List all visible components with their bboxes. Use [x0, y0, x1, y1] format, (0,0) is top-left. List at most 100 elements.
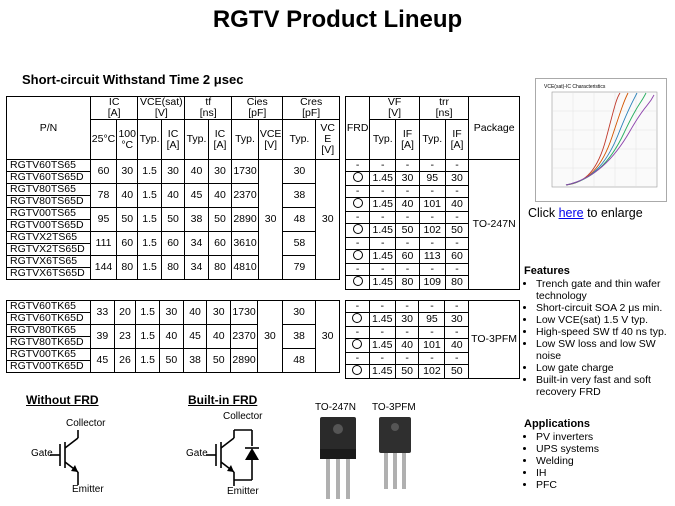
ic-100c: 40 [116, 183, 139, 208]
cres-vce: 30 [315, 159, 340, 280]
vce-sat-ic: 50 [160, 207, 186, 232]
part-number: RGTV00TK65D [5, 360, 92, 373]
col-header-cres: Cres[pF] [282, 96, 340, 120]
trr-if: 30 [444, 312, 470, 327]
tf-ic: 30 [206, 300, 232, 325]
cies-typ: 4810 [231, 255, 259, 280]
enlarge-link[interactable]: here [558, 206, 584, 220]
part-number: RGTV00TS65 [6, 207, 91, 220]
list-item: PV inverters [536, 431, 674, 443]
part-number: RGTV80TK65 [5, 324, 92, 337]
frd-present-icon [344, 249, 371, 264]
features-list: Trench gate and thin wafer technologySho… [524, 278, 674, 398]
part-number: RGTV60TK65D [5, 312, 92, 325]
circle-icon [352, 365, 363, 375]
trr-if: - [444, 300, 470, 313]
table-row: ----- [344, 211, 520, 224]
col-header-typ: Typ. [137, 119, 162, 160]
circle-icon [352, 339, 363, 349]
cies-typ: 2890 [231, 207, 259, 232]
trr-typ: 101 [418, 197, 446, 212]
frd-flag: - [344, 211, 371, 224]
tf-typ: 40 [184, 159, 209, 184]
tf-ic: 80 [207, 255, 233, 280]
tf-typ: 34 [184, 231, 209, 256]
vf-if: - [395, 263, 420, 276]
vf-typ: 1.45 [368, 312, 396, 327]
trr-typ: 101 [418, 338, 446, 353]
trr-if: - [444, 237, 470, 250]
vce-sat-ic: 30 [159, 300, 184, 325]
tf-typ: 45 [182, 324, 208, 349]
trr-if: 50 [444, 364, 470, 379]
list-item: Low SW loss and low SW noise [536, 338, 674, 362]
col-header-typ: Typ. [369, 119, 397, 160]
trr-typ: 95 [418, 171, 446, 186]
vf-typ: - [369, 263, 397, 276]
vce-ic-chart-thumbnail[interactable]: VCE(sat)-IC Characteristics [535, 78, 667, 202]
built-in-frd-title: Built-in FRD [188, 393, 258, 407]
ic-25c: 45 [90, 348, 115, 373]
package-label-to3pfm: TO-3PFM [372, 402, 416, 413]
col-header-vce-v: VCE [V] [257, 119, 284, 160]
trr-if: 50 [444, 223, 470, 238]
vf-typ: - [369, 185, 397, 198]
tf-typ: 38 [184, 207, 209, 232]
trr-typ: - [418, 159, 446, 172]
vf-if: - [395, 185, 420, 198]
vf-typ: 1.45 [369, 249, 397, 264]
vf-if: - [395, 211, 420, 224]
circle-icon [352, 276, 363, 286]
vf-typ: 1.45 [369, 197, 397, 212]
vce-sat-ic: 30 [160, 159, 186, 184]
vce-sat-ic: 80 [160, 255, 186, 280]
frd-present-icon [344, 197, 371, 212]
table-row: RGTVX6TS65D [6, 267, 340, 280]
tf-typ: 45 [184, 183, 209, 208]
trr-typ: - [418, 211, 446, 224]
tf-typ: 40 [182, 300, 208, 325]
col-header-100c: 100 °C [116, 119, 139, 160]
cres-typ: 58 [282, 231, 317, 256]
cres-typ: 38 [282, 183, 317, 208]
tf-ic: 40 [206, 324, 232, 349]
vf-typ: - [369, 211, 397, 224]
package-type: TO-247N [468, 159, 520, 290]
igbt-symbol-icon [50, 430, 79, 485]
cres-vce: 30 [315, 300, 340, 373]
col-header-package: Package [468, 96, 520, 160]
part-number: RGTV80TS65D [6, 195, 91, 208]
table-row: ----- [344, 263, 520, 276]
table-row: ----- [344, 185, 520, 198]
col-header-if-a: IF [A] [444, 119, 470, 160]
vf-if: 50 [394, 364, 420, 379]
cres-typ: 48 [281, 348, 317, 373]
table-row: -----TO-3PFM [345, 300, 520, 379]
vce-sat-ic: 60 [160, 231, 186, 256]
col-header-typ: Typ. [282, 119, 317, 160]
cies-typ: 2370 [231, 183, 259, 208]
spec-table-to247n: P/N IC[A] VCE(sat)[V] tf[ns] Cies[pF] Cr… [6, 96, 340, 280]
list-item: IH [536, 467, 674, 479]
list-item: Short-circuit SOA 2 μs min. [536, 302, 674, 314]
vce-sat-ic: 50 [159, 348, 184, 373]
vf-typ: 1.45 [368, 338, 396, 353]
applications-section: Applications PV invertersUPS systemsWeld… [524, 418, 674, 491]
vf-if: - [394, 326, 420, 339]
chart-thumbnail-graphic: VCE(sat)-IC Characteristics [544, 84, 658, 188]
col-header-typ: Typ. [184, 119, 209, 160]
gate-label: Gate [31, 448, 53, 459]
trr-typ: - [418, 263, 446, 276]
vce-sat-typ: 1.5 [137, 207, 162, 232]
trr-if: - [444, 211, 470, 224]
frd-present-icon [344, 275, 371, 290]
table-row: RGTV00TK65D [5, 360, 340, 373]
cies-typ: 1730 [231, 159, 259, 184]
vf-if: 40 [394, 338, 420, 353]
part-number: RGTV60TS65D [6, 171, 91, 184]
list-item: Trench gate and thin wafer technology [536, 278, 674, 302]
trr-typ: - [418, 300, 446, 313]
tf-typ: 34 [184, 255, 209, 280]
